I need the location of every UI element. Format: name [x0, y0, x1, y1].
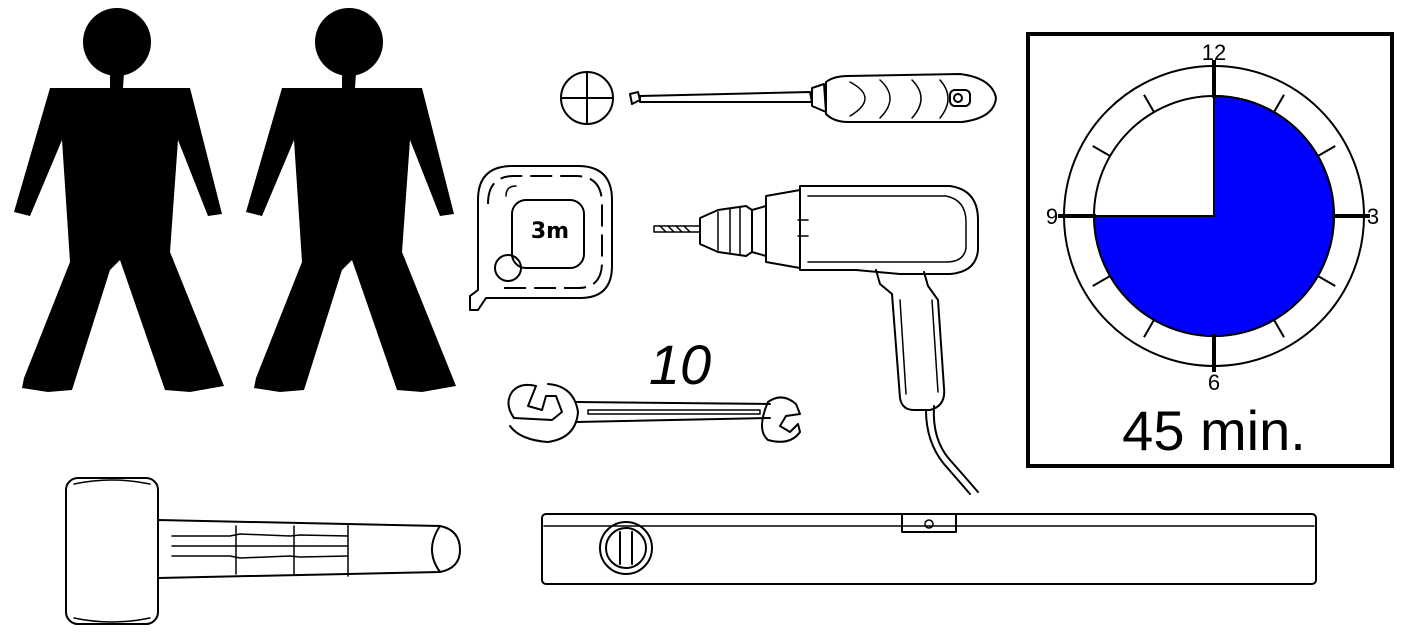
- spirit-level-icon: [541, 513, 1317, 585]
- clock-tick: [1273, 94, 1285, 113]
- electric-drill-icon: [653, 185, 979, 495]
- tape-length-label: 3m: [531, 219, 569, 244]
- clock-tick: [1273, 319, 1285, 338]
- person-icon: [246, 8, 456, 392]
- rubber-mallet-icon: [65, 477, 461, 625]
- duration-label: 45 min.: [1122, 399, 1306, 462]
- clock-icon: 12 3 6 9: [1046, 40, 1379, 395]
- person-icon: [14, 8, 224, 392]
- time-sector: [1092, 94, 1335, 337]
- hour-label-9: 9: [1046, 204, 1058, 229]
- clock-tick: [1092, 145, 1111, 157]
- phillips-screwdriver-icon: [629, 73, 997, 123]
- tape-measure-icon: 3m: [469, 165, 613, 311]
- clock-tick: [1317, 275, 1336, 287]
- phillips-head-icon: [560, 71, 614, 125]
- clock-tick: [1092, 275, 1111, 287]
- hour-label-6: 6: [1208, 370, 1220, 395]
- clock-tick: [1317, 145, 1336, 157]
- hour-label-12: 12: [1202, 40, 1226, 65]
- hour-label-3: 3: [1367, 204, 1379, 229]
- open-end-wrench-icon: 10: [507, 333, 801, 443]
- clock-tick: [1143, 319, 1155, 338]
- clock-tick: [1143, 94, 1155, 113]
- wrench-size-label: 10: [649, 333, 711, 396]
- timer-panel: 12 3 6 9 45 min.: [1026, 32, 1394, 468]
